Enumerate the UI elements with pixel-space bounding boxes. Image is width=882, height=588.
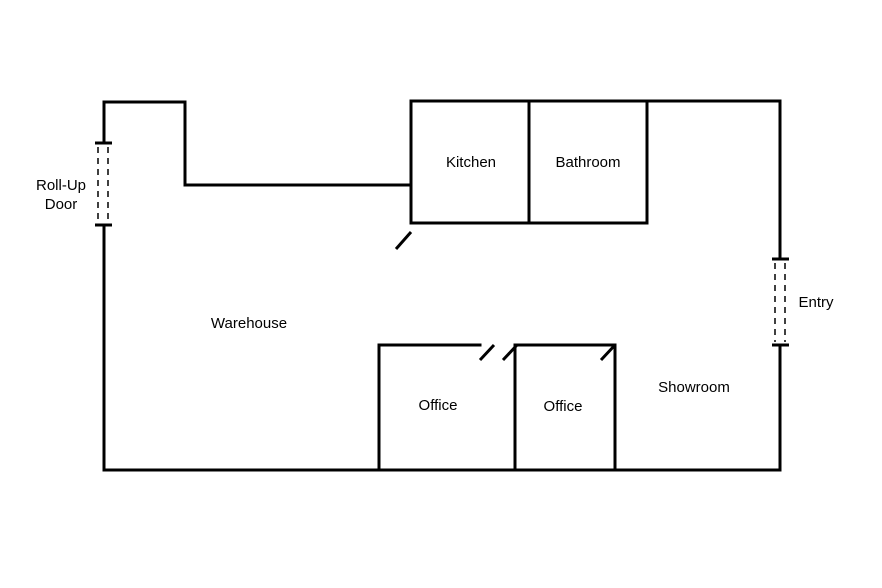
wall-office-right xyxy=(513,343,617,472)
door-kitchen-swing xyxy=(394,231,413,250)
door-showroom-swing xyxy=(599,343,617,362)
label-bathroom: Bathroom xyxy=(555,154,620,171)
office-walls xyxy=(377,343,617,472)
wall-top-right xyxy=(409,99,782,261)
wall-office-left xyxy=(377,343,482,472)
label-office-right: Office xyxy=(544,398,583,415)
roll-up-door-opening xyxy=(95,141,112,227)
label-entry: Entry xyxy=(798,294,834,311)
entry-opening xyxy=(772,257,789,347)
label-kitchen: Kitchen xyxy=(446,154,496,171)
label-roll-up-door-line2: Door xyxy=(45,196,78,213)
label-showroom: Showroom xyxy=(658,379,730,396)
door-office-right-swing xyxy=(501,343,519,362)
room-labels: Kitchen Bathroom Warehouse Office Office… xyxy=(36,154,834,415)
wall-top-left xyxy=(102,100,413,187)
outer-walls xyxy=(102,99,782,472)
label-office-left: Office xyxy=(419,397,458,414)
service-rooms-walls xyxy=(409,99,649,225)
label-warehouse: Warehouse xyxy=(211,315,287,332)
label-roll-up-door-line1: Roll-Up xyxy=(36,177,86,194)
door-office-left-swing xyxy=(478,343,496,362)
door-swings xyxy=(394,231,617,362)
